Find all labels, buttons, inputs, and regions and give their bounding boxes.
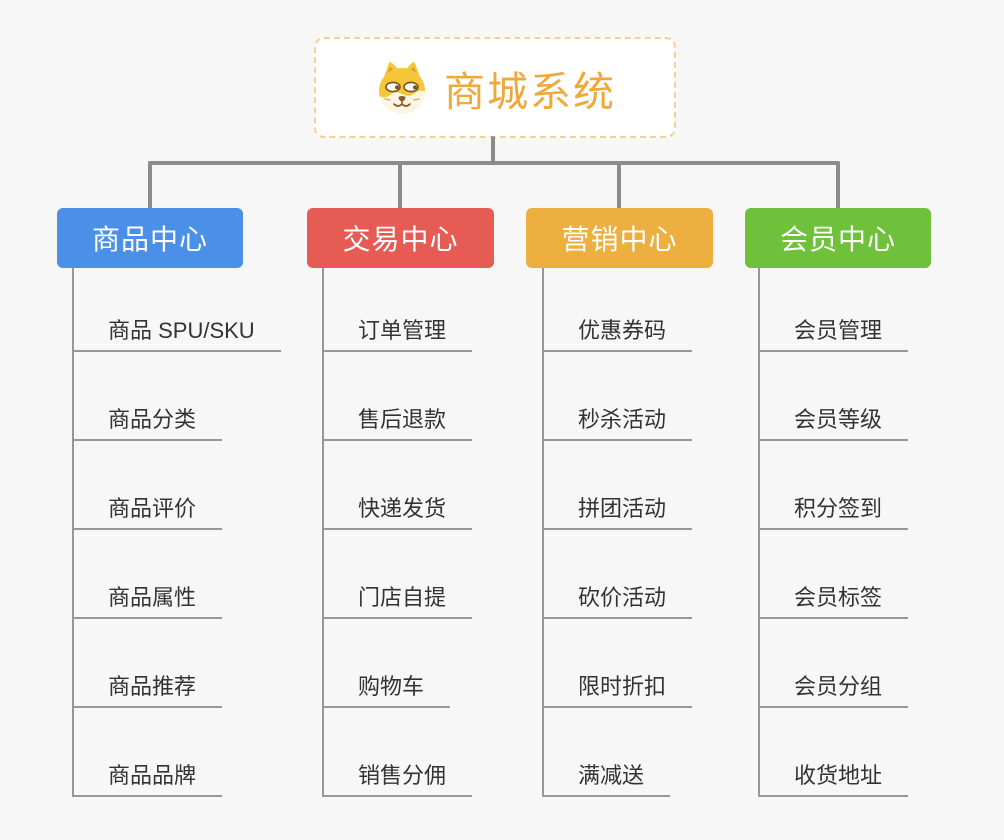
connector-drop-member bbox=[836, 161, 840, 210]
branch-column-member: 会员管理 会员等级 积分签到 会员标签 会员分组 收货地址 bbox=[758, 268, 909, 797]
leaf-node[interactable]: 商品属性 bbox=[74, 530, 223, 619]
branch-column-trade: 订单管理 售后退款 快递发货 门店自提 购物车 销售分佣 bbox=[322, 268, 473, 797]
leaf-node[interactable]: 商品评价 bbox=[74, 441, 223, 530]
connector-drop-product bbox=[148, 161, 152, 210]
connector-drop-marketing bbox=[617, 161, 621, 210]
leaf-node[interactable]: 优惠券码 bbox=[544, 268, 693, 352]
leaf-node[interactable]: 收货地址 bbox=[760, 708, 909, 797]
branch-node-product-center[interactable]: 商品中心 bbox=[57, 208, 243, 268]
leaf-node[interactable]: 商品推荐 bbox=[74, 619, 223, 708]
branch-column-marketing: 优惠券码 秒杀活动 拼团活动 砍价活动 限时折扣 满减送 bbox=[542, 268, 693, 797]
leaf-node[interactable]: 满减送 bbox=[544, 708, 671, 797]
leaf-node[interactable]: 售后退款 bbox=[324, 352, 473, 441]
leaf-node[interactable]: 订单管理 bbox=[324, 268, 473, 352]
leaf-node[interactable]: 限时折扣 bbox=[544, 619, 693, 708]
leaf-node[interactable]: 秒杀活动 bbox=[544, 352, 693, 441]
branch-column-product: 商品 SPU/SKU 商品分类 商品评价 商品属性 商品推荐 商品品牌 bbox=[72, 268, 281, 797]
leaf-node[interactable]: 门店自提 bbox=[324, 530, 473, 619]
dog-face-icon bbox=[379, 61, 425, 114]
leaf-node[interactable]: 砍价活动 bbox=[544, 530, 693, 619]
connector-branch-rail bbox=[148, 161, 840, 165]
leaf-node[interactable]: 商品品牌 bbox=[74, 708, 223, 797]
root-title: 商城系统 bbox=[444, 68, 616, 115]
connector-drop-trade bbox=[398, 161, 402, 210]
branch-node-trade-center[interactable]: 交易中心 bbox=[307, 208, 494, 268]
leaf-node[interactable]: 商品 SPU/SKU bbox=[74, 268, 281, 352]
leaf-node[interactable]: 销售分佣 bbox=[324, 708, 473, 797]
root-node[interactable]: 商城系统 bbox=[314, 37, 676, 138]
leaf-node[interactable]: 会员标签 bbox=[760, 530, 909, 619]
branch-node-marketing-center[interactable]: 营销中心 bbox=[526, 208, 713, 268]
leaf-node[interactable]: 会员等级 bbox=[760, 352, 909, 441]
leaf-node[interactable]: 会员管理 bbox=[760, 268, 909, 352]
leaf-node[interactable]: 快递发货 bbox=[324, 441, 473, 530]
leaf-node[interactable]: 会员分组 bbox=[760, 619, 909, 708]
leaf-node[interactable]: 拼团活动 bbox=[544, 441, 693, 530]
leaf-node[interactable]: 积分签到 bbox=[760, 441, 909, 530]
connector-root-stem bbox=[491, 136, 495, 165]
leaf-node[interactable]: 购物车 bbox=[324, 619, 451, 708]
branch-node-member-center[interactable]: 会员中心 bbox=[745, 208, 931, 268]
leaf-node[interactable]: 商品分类 bbox=[74, 352, 223, 441]
